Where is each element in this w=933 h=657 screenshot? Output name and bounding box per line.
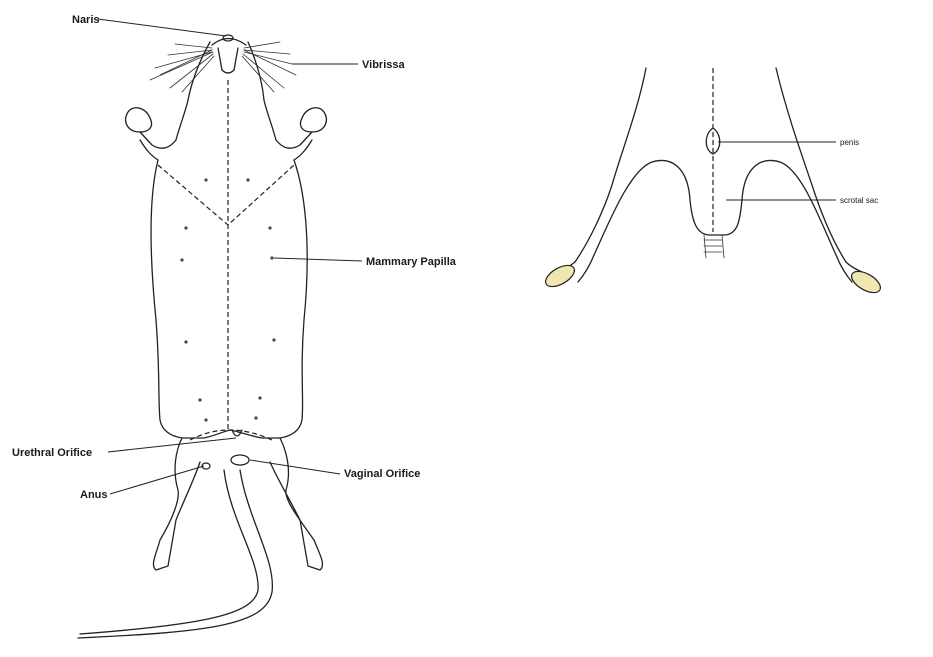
- label-anus: Anus: [80, 489, 108, 501]
- male-body-left: [575, 68, 646, 262]
- vaginal-orifice-leader: [250, 460, 340, 474]
- hind-leg-right: [270, 438, 322, 570]
- vibrissae-left: [150, 44, 214, 92]
- label-mammary-papilla: Mammary Papilla: [366, 256, 457, 268]
- urethral-orifice-leader: [108, 438, 236, 452]
- anus-leader: [110, 466, 204, 494]
- label-vibrissa: Vibrissa: [362, 59, 405, 71]
- female-rat-illustration: Naris Vibrissa Mammary Papilla Urethral …: [12, 14, 457, 638]
- front-leg-left: [140, 132, 176, 160]
- male-foot-right: [848, 267, 884, 297]
- naris-leader: [98, 19, 226, 36]
- label-naris: Naris: [72, 14, 100, 26]
- scrotal-sac-outline: [594, 161, 836, 255]
- thoracic-incision-line: [158, 165, 294, 225]
- vibrissae-right: [242, 42, 296, 92]
- label-vaginal-orifice: Vaginal Orifice: [344, 468, 420, 480]
- rat-snout: [212, 39, 246, 74]
- front-leg-right: [276, 132, 312, 160]
- label-urethral-orifice: Urethral Orifice: [12, 447, 92, 459]
- hind-leg-left: [153, 438, 200, 570]
- male-tail-base: [704, 235, 724, 258]
- mammary-papilla-leader: [274, 258, 362, 261]
- male-rat-illustration: penis scrotal sac: [542, 68, 884, 297]
- front-paw-left: [126, 108, 152, 132]
- vaginal-orifice-shape: [231, 455, 249, 465]
- label-penis: penis: [840, 138, 859, 147]
- rat-head: [176, 42, 276, 140]
- male-foot-left: [542, 261, 578, 291]
- rat-body: [151, 160, 307, 438]
- label-scrotal-sac: scrotal sac: [840, 196, 878, 205]
- front-paw-right: [300, 108, 326, 132]
